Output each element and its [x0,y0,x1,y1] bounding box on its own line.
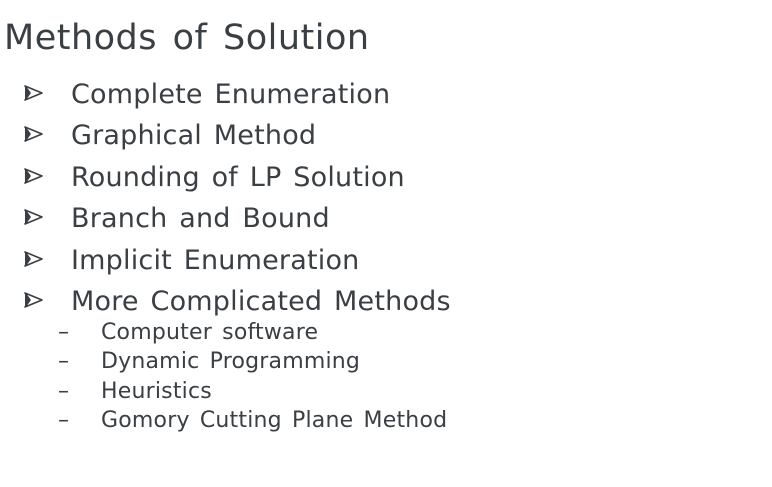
dash-bullet-icon: – [58,378,69,404]
bullet-label: Implicit Enumeration [71,244,360,276]
dash-bullet-icon: – [58,407,69,433]
arrowhead-bullet-icon [24,209,43,225]
arrowhead-bullet-icon [24,292,43,308]
bullet-label: Branch and Bound [71,203,330,235]
arrowhead-bullet-icon [24,167,43,184]
bullet-label: Complete Enumeration [71,79,391,110]
bullet-label: More Complicated Methods [71,285,451,317]
arrowhead-bullet-icon [24,126,43,143]
sub-bullet-label: Dynamic Programming [101,349,361,375]
sub-bullet-label: Heuristics [101,378,212,404]
sub-bullet-label: Gomory Cutting Plane Method [101,407,448,433]
slide-title: Methods of Solution [4,18,370,58]
arrowhead-bullet-icon [24,85,43,101]
bullet-label: Graphical Method [71,120,317,152]
bullet-label: Rounding of LP Solution [71,161,405,193]
dash-bullet-icon: – [58,349,69,375]
dash-bullet-icon: – [58,320,69,345]
sub-bullet-label: Computer software [101,320,319,345]
arrowhead-bullet-icon [24,250,43,267]
